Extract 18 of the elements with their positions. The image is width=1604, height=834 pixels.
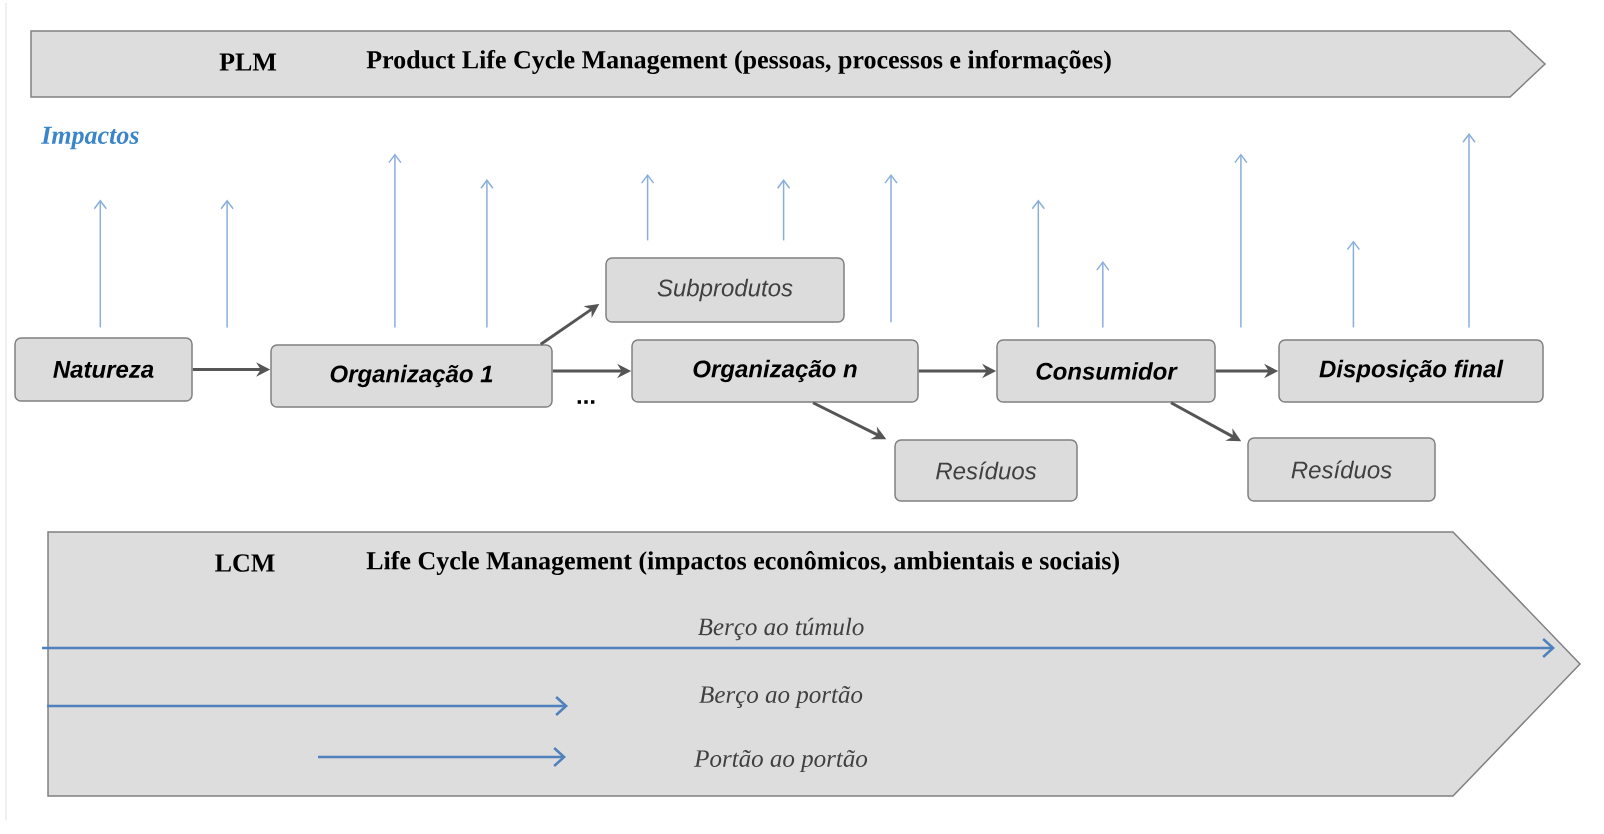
- ellipsis-text: ...: [577, 400, 595, 404]
- band-text: Berço ao túmulo: [696, 616, 866, 642]
- process-box: Resíduos: [894, 439, 1078, 502]
- band-text: Product Life Cycle Management (pessoas, processos e informações): [365, 49, 1113, 75]
- band-text: Berço ao portão: [698, 684, 864, 710]
- process-box: Organização n: [631, 339, 919, 403]
- band-text: Life Cycle Management (impactos econômicos, ambientais e sociais): [365, 549, 1122, 577]
- process-box: Disposição final: [1278, 339, 1544, 403]
- band-text: LCM: [213, 553, 277, 573]
- process-box: Natureza: [14, 337, 193, 402]
- process-box: Resíduos: [1247, 437, 1436, 502]
- banner-arrow: [42, 531, 1582, 797]
- process-box: Consumidor: [996, 339, 1216, 403]
- band-text: PLM: [218, 52, 278, 72]
- heading-text: Impactos: [40, 126, 139, 150]
- band-text: Portão ao portão: [693, 748, 869, 774]
- process-box: Subprodutos: [605, 257, 845, 323]
- process-box: Organização 1: [270, 344, 553, 408]
